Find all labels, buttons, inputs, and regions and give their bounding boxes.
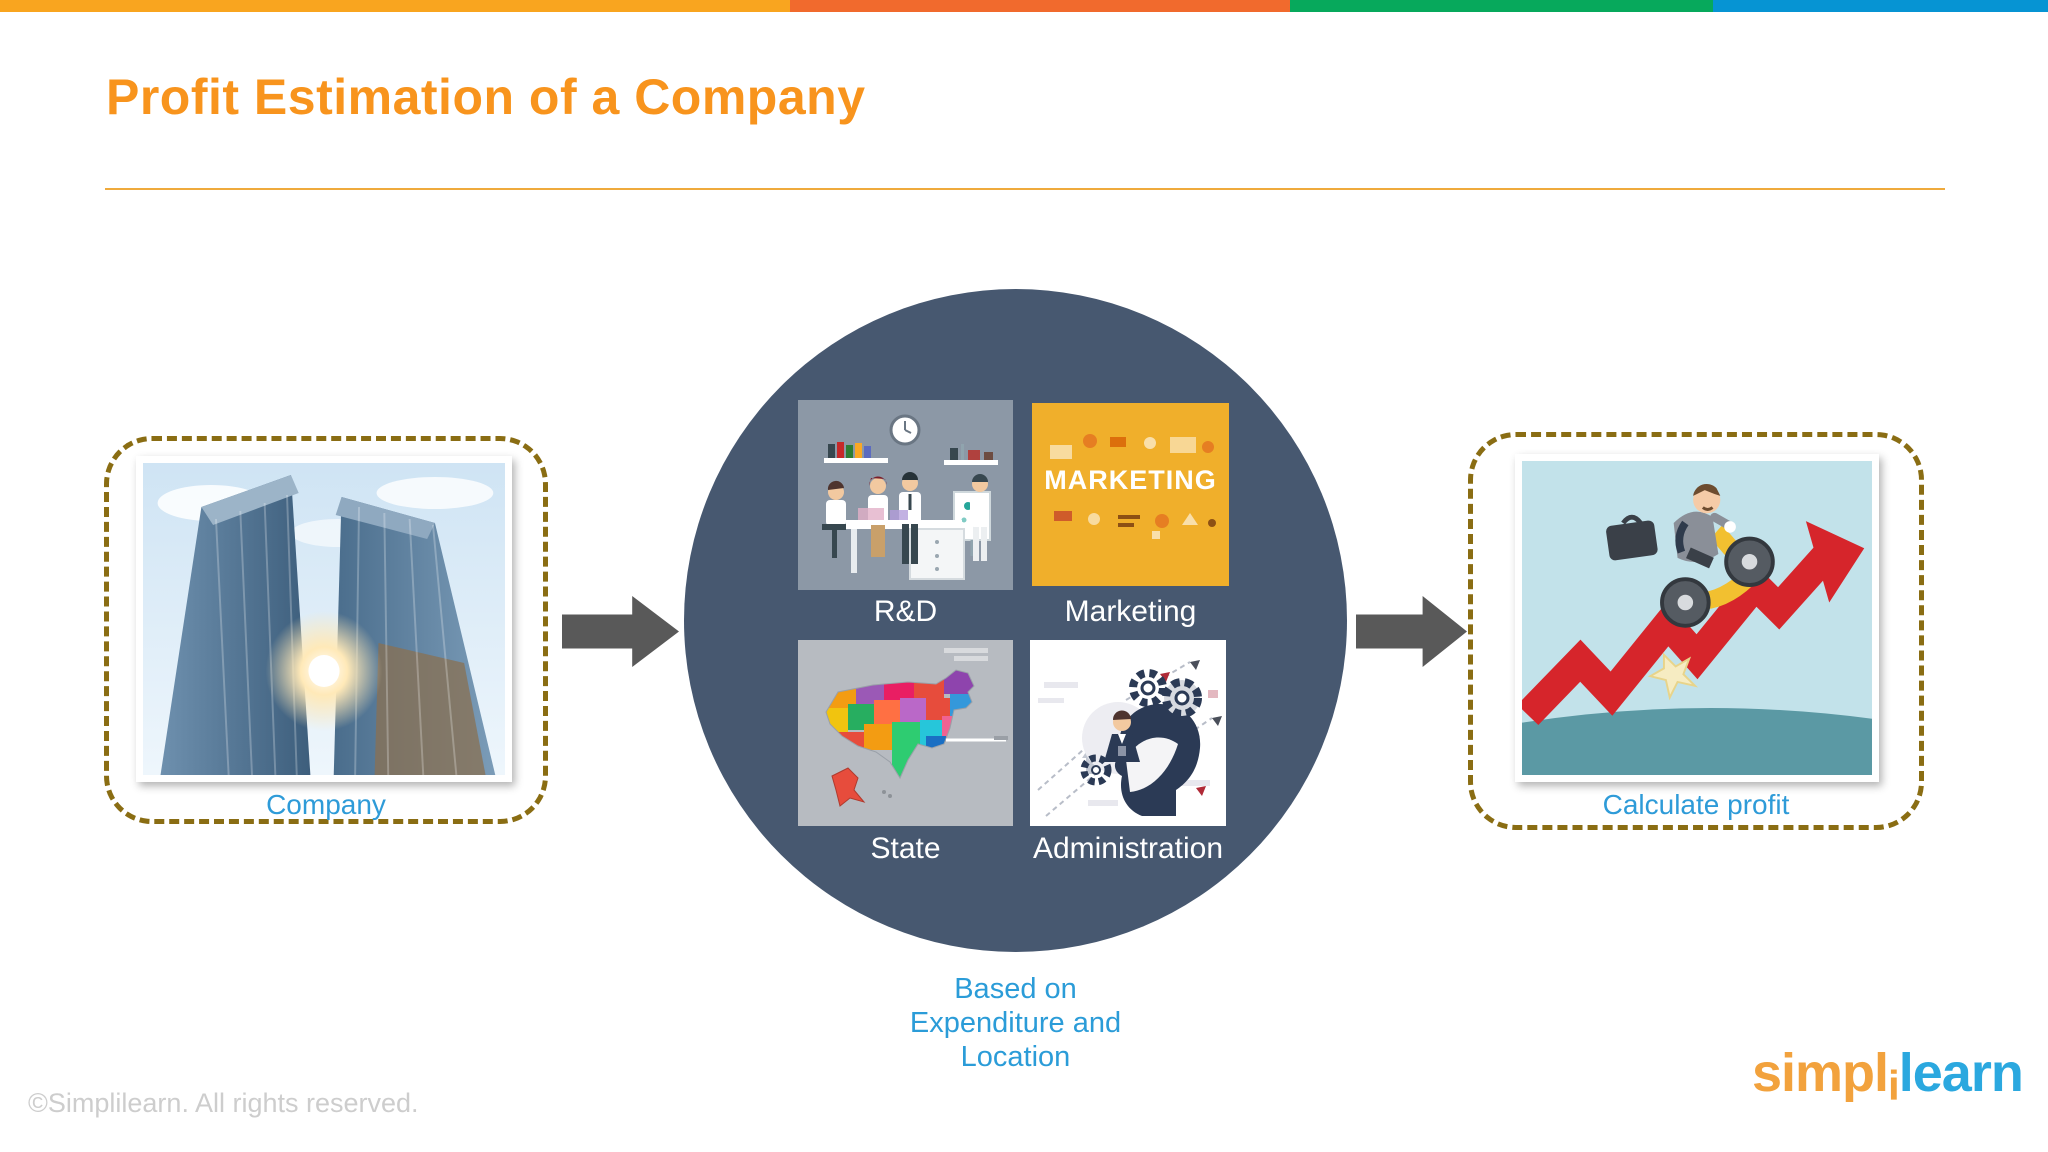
profit-growth-illustration <box>1522 461 1872 775</box>
administration-label: Administration <box>1032 832 1224 865</box>
skyscrapers-illustration <box>143 463 505 775</box>
rd-tile-image <box>798 400 1013 590</box>
calculate-profit-label: Calculate profit <box>1602 789 1790 820</box>
copyright-text: ©Simplilearn. All rights reserved. <box>28 1088 419 1118</box>
lab-illustration <box>798 400 1013 590</box>
logo-part-simpl: simpl <box>1752 1043 1889 1103</box>
company-photo <box>136 456 512 782</box>
marketing-label: Marketing <box>1064 595 1197 628</box>
state-tile-image <box>798 640 1013 826</box>
expenditure-circle: MARKETING <box>684 289 1347 952</box>
arrow-right-icon <box>562 596 679 667</box>
marketing-doodles <box>1032 403 1229 586</box>
top-bar-segment-blue <box>1713 0 2048 12</box>
simplilearn-logo: simplilearn <box>1752 1042 2024 1109</box>
caption-line-3: Location <box>960 1041 1071 1073</box>
rd-label: R&D <box>873 595 938 628</box>
company-node: Company <box>104 436 548 824</box>
top-color-bar <box>0 0 2048 12</box>
calculate-profit-photo <box>1515 454 1879 782</box>
logo-part-i: i <box>1888 1062 1900 1109</box>
state-label: State <box>870 832 941 865</box>
circle-caption: Based on Expenditure and Location <box>684 972 1347 1074</box>
top-bar-segment-orange <box>790 0 1290 12</box>
administration-tile-image <box>1030 640 1226 826</box>
marketing-tile-image: MARKETING <box>1032 403 1229 586</box>
caption-line-2: Expenditure and <box>909 1007 1122 1039</box>
company-label: Company <box>266 789 386 820</box>
page-title: Profit Estimation of a Company <box>106 69 866 125</box>
arrow-right-icon <box>1356 596 1467 667</box>
title-underline <box>105 188 1945 190</box>
logo-part-learn: learn <box>1898 1043 2024 1103</box>
caption-line-1: Based on <box>954 973 1077 1005</box>
calculate-profit-node: Calculate profit <box>1468 432 1924 830</box>
top-bar-segment-amber <box>0 0 790 12</box>
administration-illustration <box>1030 640 1226 826</box>
scooter-rider-group <box>1606 483 1775 628</box>
marketing-word: MARKETING <box>1044 465 1217 495</box>
top-bar-segment-green <box>1290 0 1713 12</box>
us-map-illustration <box>798 640 1013 826</box>
